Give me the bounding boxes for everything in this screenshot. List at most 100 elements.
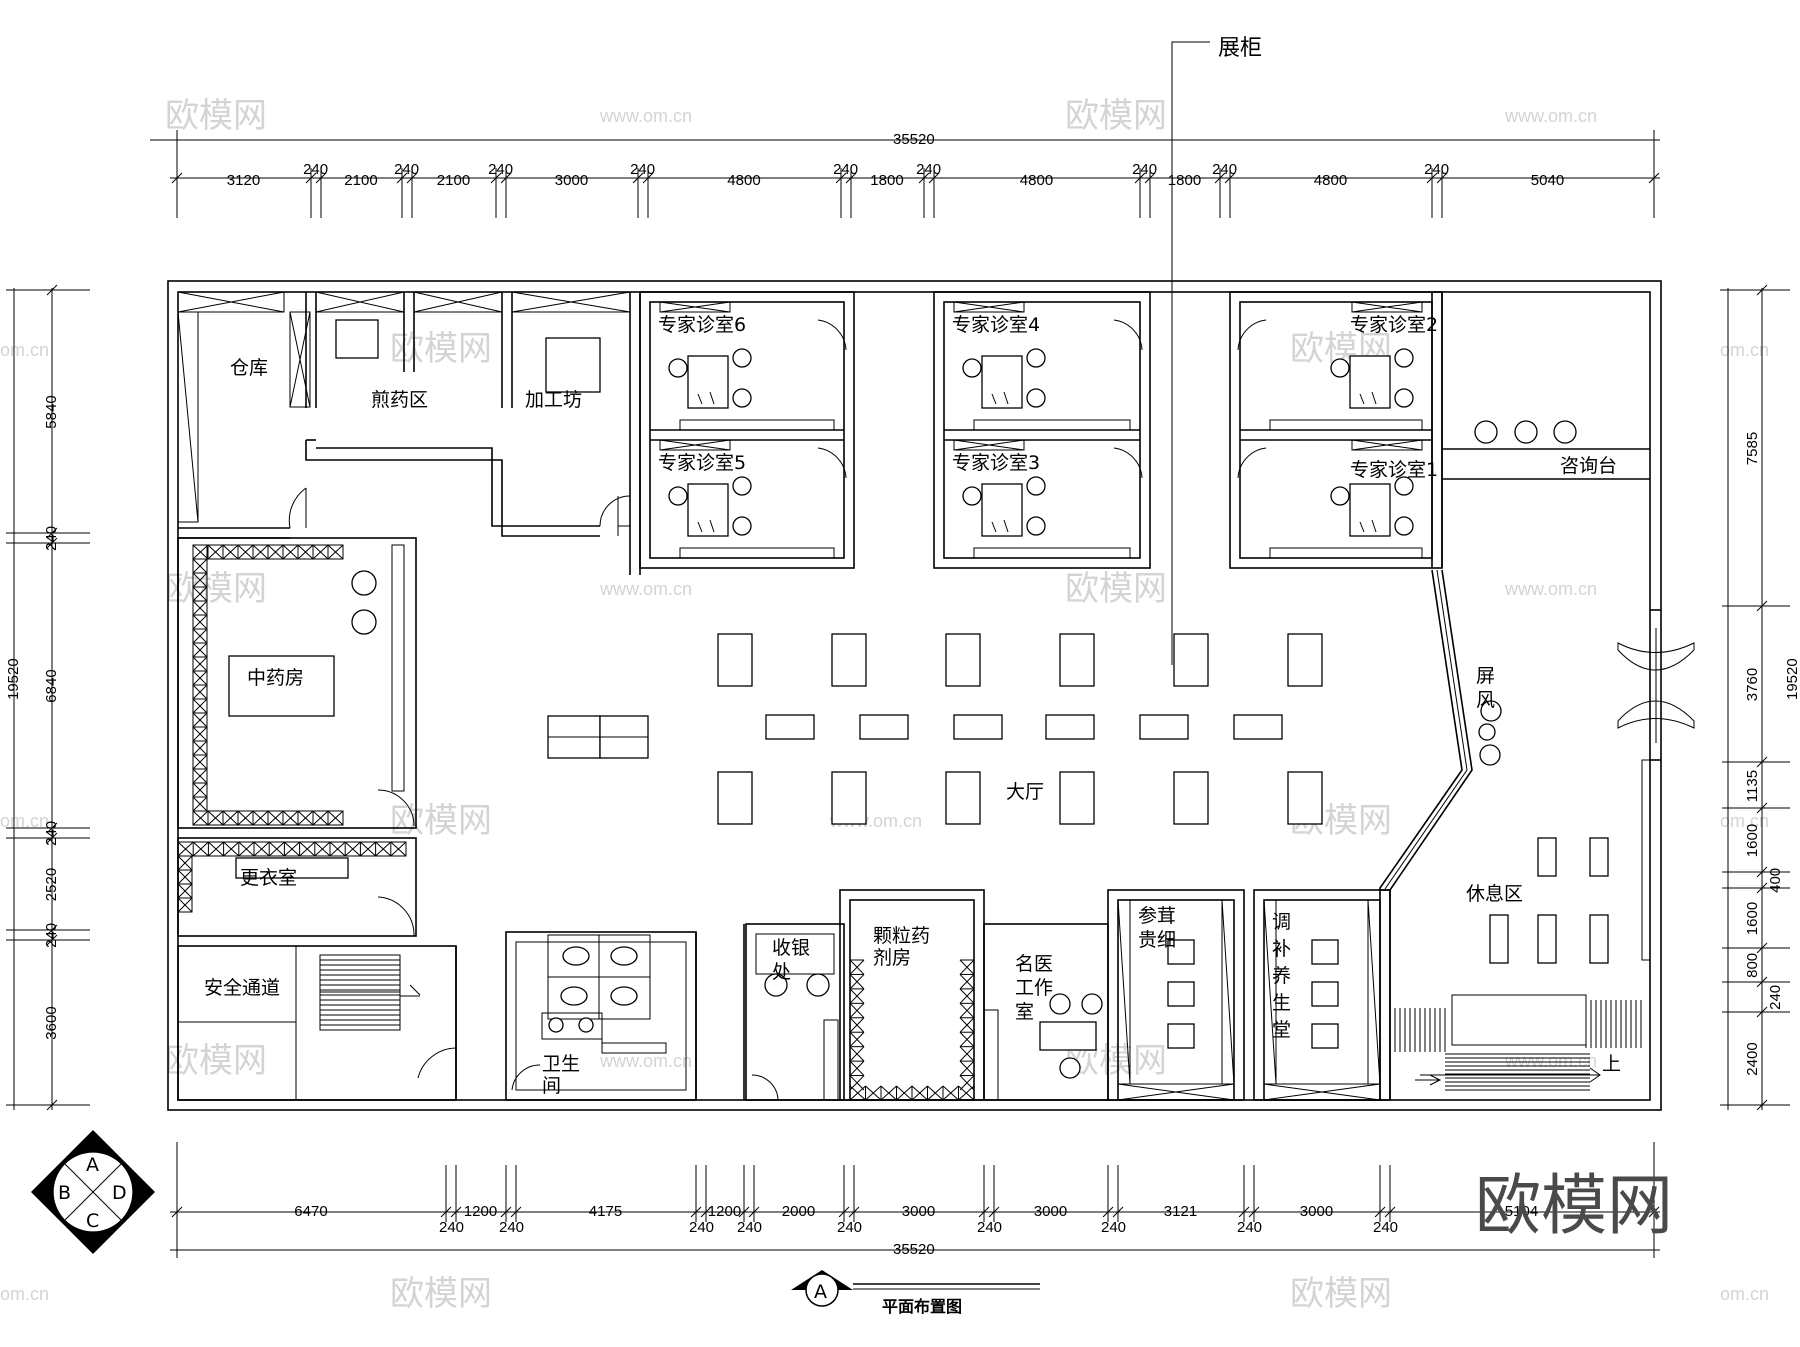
room-cashier-2: 处 (772, 961, 791, 983)
room-expert6: 专家诊室6 (658, 314, 746, 336)
dim-bottom-segment: 6470 (294, 1203, 327, 1220)
hall-bench (1233, 714, 1283, 740)
watermark: www.om.cn (1504, 106, 1597, 126)
room-consult-desk: 咨询台 (1560, 455, 1617, 477)
service-block: 仓库 煎药区 加工坊 (177, 291, 641, 575)
room-screen-2: 风 (1476, 689, 1495, 711)
dim-bottom-segment: 2000 (782, 1203, 815, 1220)
dim-bottom-wall: 240 (439, 1219, 464, 1236)
dim-left-segment: 240 (43, 923, 60, 948)
watermark: www.om.cn (599, 1051, 692, 1071)
hall-table (1173, 633, 1209, 687)
dim-bottom-segment: 3121 (1164, 1203, 1197, 1220)
dim-top-segment: 4800 (1314, 172, 1347, 189)
hall: 大厅 (547, 633, 1323, 825)
doctor-office: 名医 工作 室 (983, 923, 1109, 1101)
consultation-area: 咨询台 (1431, 292, 1650, 568)
dim-left-segment: 6840 (43, 669, 60, 702)
hall-bench (859, 714, 909, 740)
dim-right-segment: 400 (1767, 868, 1784, 893)
dim-bottom-segment: 5104 (1505, 1203, 1538, 1220)
room-doctor-3: 室 (1015, 1001, 1034, 1023)
watermark: 欧模网 (390, 329, 492, 369)
dim-left-total: 19520 (5, 658, 22, 700)
dim-right-total: 19520 (1784, 658, 1800, 700)
compass-d: D (112, 1182, 127, 1204)
dim-bottom-wall: 240 (977, 1219, 1002, 1236)
watermark: om.cn (0, 811, 49, 831)
room-expert1: 专家诊室1 (1350, 459, 1438, 481)
dim-top-segment: 240 (1212, 161, 1237, 178)
dim-top-segment: 240 (1424, 161, 1449, 178)
section-marker: A (814, 1281, 827, 1303)
room-toilet-2: 间 (542, 1075, 561, 1097)
room-tonic-2: 补 (1272, 938, 1291, 960)
room-chinese-pharmacy: 中药房 (247, 667, 304, 689)
room-processing: 加工坊 (525, 389, 582, 411)
dim-right-segment: 1135 (1744, 770, 1761, 802)
hall-table (1287, 633, 1323, 687)
room-ginseng-2: 贵细 (1138, 929, 1176, 951)
dim-top-segment: 240 (630, 161, 655, 178)
drawing-title: 平面布置图 (882, 1297, 962, 1316)
hall-bench (1045, 714, 1095, 740)
watermark: 欧模网 (1065, 96, 1167, 136)
hall-table (831, 771, 867, 825)
dim-left-segment: 240 (43, 821, 60, 846)
dim-top-segment: 4800 (727, 172, 760, 189)
title-block: A 平面布置图 (791, 1270, 1040, 1316)
callout-label: 展柜 (1218, 36, 1262, 61)
watermarks: 欧模网 www.om.cn 欧模网 www.om.cn 欧模网 欧模网 om.c… (0, 96, 1769, 1314)
brand-logo: 欧模网 (1475, 1167, 1673, 1244)
dim-top-segment: 5040 (1531, 172, 1564, 189)
dim-right-segment: 7585 (1744, 432, 1761, 465)
room-granule-1: 颗粒药 (873, 925, 930, 947)
dim-bottom-wall: 240 (689, 1219, 714, 1236)
watermark: 欧模网 (165, 96, 267, 136)
room-tonic-1: 调 (1272, 911, 1291, 933)
room-changing: 更衣室 (240, 867, 297, 889)
dimension-top: 35520 3120240210024021002403000240480024… (150, 130, 1660, 218)
dim-bottom-segment: 3000 (902, 1203, 935, 1220)
changing-room: 更衣室 (177, 837, 417, 937)
dim-bottom-segment: 1200 (464, 1203, 497, 1220)
watermark: www.om.cn (599, 579, 692, 599)
toilet: 卫生 间 (505, 931, 697, 1101)
room-tonic-4: 生 (1272, 992, 1291, 1014)
dim-right-segment: 1600 (1744, 902, 1761, 935)
room-expert3: 专家诊室3 (952, 452, 1040, 474)
hall-bench (953, 714, 1003, 740)
ginseng-room: 参茸 贵细 (1107, 889, 1245, 1101)
watermark: 欧模网 (390, 801, 492, 841)
hall-table (1173, 771, 1209, 825)
callout-display-cabinet: 展柜 (1171, 36, 1262, 665)
rest-area: 休息区 (1466, 759, 1651, 964)
dim-bottom-wall: 240 (837, 1219, 862, 1236)
dim-top-segment: 240 (394, 161, 419, 178)
dim-left-segment: 240 (43, 526, 60, 551)
watermark: www.om.cn (1504, 579, 1597, 599)
hall-table (1059, 771, 1095, 825)
hall-table (1287, 771, 1323, 825)
room-warehouse: 仓库 (230, 357, 268, 379)
watermark: www.om.cn (599, 106, 692, 126)
room-granule-2: 剂房 (873, 947, 911, 969)
room-cashier-1: 收银 (772, 937, 810, 959)
dim-bottom-wall: 240 (737, 1219, 762, 1236)
watermark: om.cn (1720, 811, 1769, 831)
hall-table (717, 771, 753, 825)
watermark: om.cn (0, 340, 49, 360)
granule-pharmacy: 颗粒药 剂房 (839, 889, 985, 1101)
watermark: om.cn (0, 1284, 49, 1304)
watermark: om.cn (1720, 1284, 1769, 1304)
dim-top-segment: 3120 (227, 172, 260, 189)
compass-b: B (58, 1182, 71, 1204)
watermark: 欧模网 (165, 1041, 267, 1081)
room-safety-exit: 安全通道 (204, 977, 280, 999)
dim-top-total: 35520 (893, 131, 935, 148)
watermark: om.cn (1720, 340, 1769, 360)
